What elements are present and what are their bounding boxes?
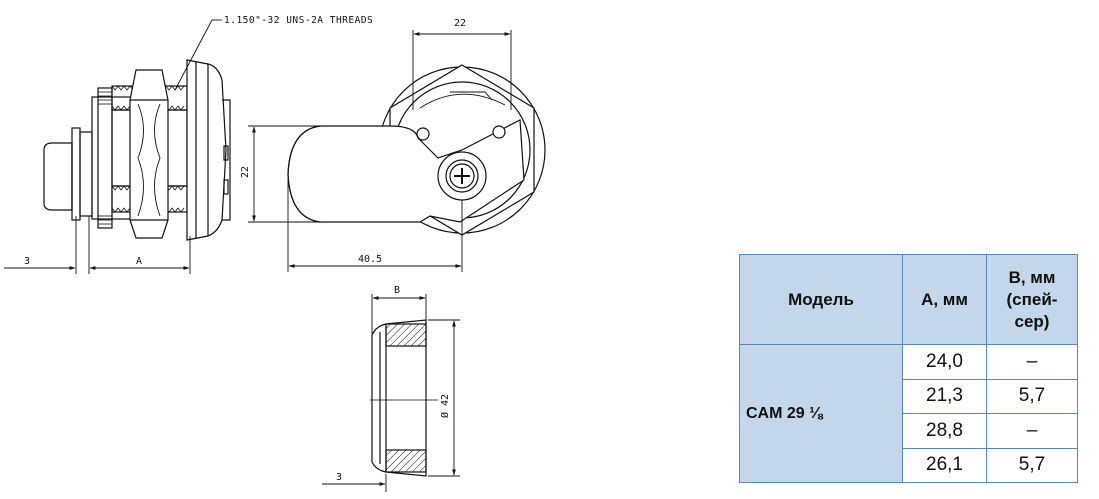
lock-side-view (43, 19, 231, 241)
row-a: 28,8 (902, 413, 987, 449)
header-b-line3: сер) (1014, 311, 1050, 331)
header-a: A, мм (902, 254, 987, 345)
header-b-line2: (спей- (1006, 289, 1058, 309)
row-a: 26,1 (902, 447, 987, 483)
model-fraction: ⅛ (809, 404, 823, 422)
header-model: Модель (739, 254, 903, 345)
dim-3-left: 3 (24, 256, 30, 267)
spec-table: Модель A, мм B, мм (спей- сер) CAM 29 ⅛ … (739, 254, 1078, 483)
model-name: CAM 29 (746, 404, 805, 422)
row-a: 21,3 (902, 378, 987, 414)
dim-b: B (394, 285, 400, 296)
row-a: 24,0 (902, 344, 987, 380)
spacer-section-view (370, 319, 438, 477)
model-cell: CAM 29 ⅛ (739, 344, 903, 483)
row-b: – (986, 413, 1078, 449)
dim-3-bottom: 3 (336, 472, 342, 483)
header-b: B, мм (спей- сер) (986, 254, 1078, 345)
header-b-line1: B, мм (1008, 267, 1056, 287)
dim-40-5: 40.5 (358, 254, 382, 265)
cam-front-view (287, 64, 546, 236)
dim-a: A (136, 256, 142, 267)
row-b: 5,7 (986, 378, 1078, 414)
dimension-lines (4, 30, 512, 492)
dim-22-side: 22 (240, 166, 251, 178)
dim-22-top: 22 (454, 18, 466, 29)
thread-note: 1.150"-32 UNS-2A THREADS (224, 15, 373, 26)
row-b: 5,7 (986, 447, 1078, 483)
dim-42: Ø 42 (439, 394, 451, 418)
row-b: – (986, 344, 1078, 380)
